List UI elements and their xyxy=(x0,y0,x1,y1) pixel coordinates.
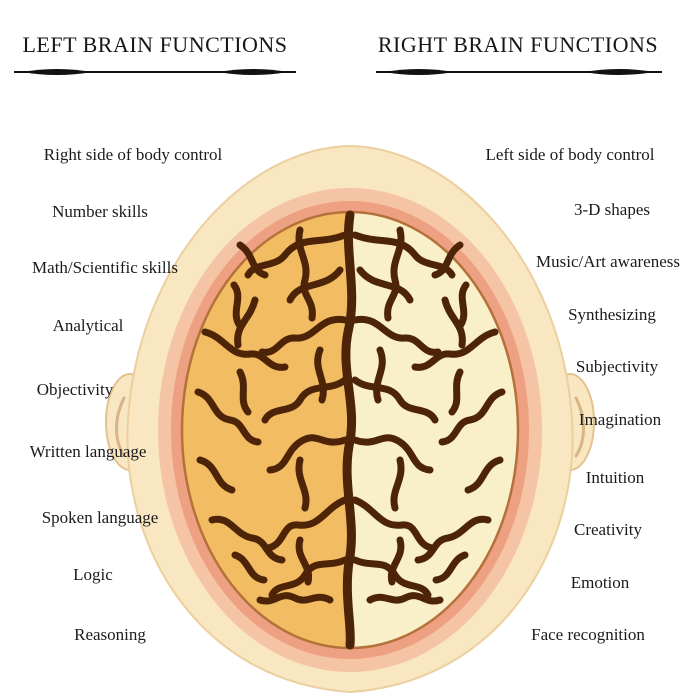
right-function-label: Face recognition xyxy=(531,625,645,644)
left-function-label: Reasoning xyxy=(74,625,146,644)
left-brain-title: LEFT BRAIN FUNCTIONS xyxy=(22,32,288,57)
right-function-label: 3-D shapes xyxy=(573,200,651,219)
right-function-label: Subjectivity xyxy=(575,357,659,376)
left-function-label: Written language xyxy=(29,442,147,461)
left-ear-fold xyxy=(115,396,126,458)
left-hemisphere xyxy=(182,212,350,648)
right-ear-fold xyxy=(574,396,585,458)
sulci-left xyxy=(194,226,349,605)
sulci-right xyxy=(351,226,506,605)
right-function-label: Imagination xyxy=(578,410,662,429)
left-function-label: Logic xyxy=(73,565,113,584)
midline-fissure xyxy=(341,210,357,650)
right-function-label: Creativity xyxy=(574,520,642,539)
right-function-label: Intuition xyxy=(585,468,645,487)
header-underline-left xyxy=(14,69,296,75)
right-function-label: Music/Art awareness xyxy=(536,252,680,271)
left-function-label: Spoken language xyxy=(41,508,159,527)
right-brain-title: RIGHT BRAIN FUNCTIONS xyxy=(377,32,659,57)
left-function-label: Number skills xyxy=(52,202,148,221)
right-function-label: Synthesizing xyxy=(568,305,656,324)
right-hemisphere xyxy=(350,212,518,648)
left-function-label: Right side of body control xyxy=(43,145,223,164)
left-function-label: Objectivity xyxy=(36,380,114,399)
left-function-label: Analytical xyxy=(52,316,124,335)
right-function-label: Left side of body control xyxy=(485,145,655,164)
header-underline-right xyxy=(376,69,662,75)
left-function-label: Math/Scientific skills xyxy=(32,258,178,277)
right-function-label: Emotion xyxy=(570,573,630,592)
